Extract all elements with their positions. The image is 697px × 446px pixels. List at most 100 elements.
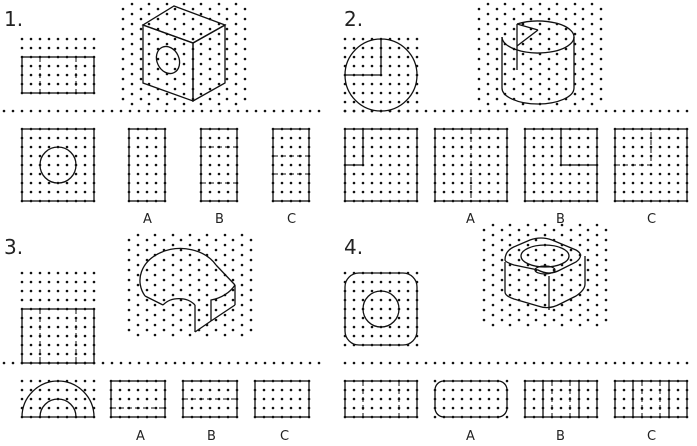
grid-dot	[38, 37, 42, 41]
grid-dot	[415, 271, 419, 275]
grid-dot	[240, 293, 244, 297]
grid-dot	[29, 163, 33, 167]
grid-dot	[280, 145, 284, 149]
grid-dot	[495, 97, 499, 101]
grid-dot	[503, 72, 507, 76]
grid-dot	[74, 406, 78, 410]
p4-option-c[interactable]	[614, 380, 688, 418]
grid-dot	[631, 136, 635, 140]
grid-dot	[388, 145, 392, 149]
grid-dot	[442, 172, 446, 176]
grid-dot	[65, 316, 69, 320]
grid-dot	[263, 109, 267, 113]
grid-dot	[101, 361, 105, 365]
grid-dot	[20, 379, 24, 383]
p3-option-c[interactable]	[254, 380, 310, 418]
grid-dot	[188, 243, 192, 247]
grid-dot	[38, 280, 42, 284]
grid-dot	[38, 181, 42, 185]
grid-dot	[491, 243, 495, 247]
grid-dot	[370, 100, 374, 104]
grid-dot	[190, 406, 194, 410]
grid-dot	[406, 406, 410, 410]
grid-dot	[460, 388, 464, 392]
grid-dot	[586, 109, 590, 113]
p3-option-b[interactable]	[182, 380, 238, 418]
grid-dot	[590, 82, 594, 86]
grid-dot	[496, 136, 500, 140]
grid-dot	[508, 323, 512, 327]
grid-dot	[495, 47, 499, 51]
grid-dot	[538, 32, 542, 36]
grid-dot	[599, 77, 603, 81]
grid-dot	[289, 190, 293, 194]
grid-dot	[495, 87, 499, 91]
grid-dot	[534, 258, 538, 262]
grid-dot	[164, 361, 168, 365]
grid-dot	[640, 154, 644, 158]
p3-option-a[interactable]	[110, 380, 166, 418]
p4-option-a[interactable]	[434, 380, 508, 418]
grid-dot	[136, 172, 140, 176]
grid-dot	[173, 67, 177, 71]
grid-dot	[534, 278, 538, 282]
p4-option-b[interactable]	[524, 380, 598, 418]
grid-dot	[469, 397, 473, 401]
grid-dot	[552, 298, 556, 302]
grid-dot	[379, 397, 383, 401]
grid-dot	[460, 109, 464, 113]
grid-dot	[451, 406, 455, 410]
grid-dot	[217, 32, 221, 36]
grid-dot	[469, 109, 473, 113]
p1-option-c[interactable]	[272, 128, 310, 202]
grid-dot	[560, 293, 564, 297]
grid-dot	[243, 97, 247, 101]
grid-dot	[581, 57, 585, 61]
grid-dot	[343, 55, 347, 59]
grid-dot	[388, 100, 392, 104]
p2-option-a[interactable]	[434, 128, 508, 202]
grid-dot	[171, 233, 175, 237]
grid-dot	[568, 361, 572, 365]
grid-dot	[496, 172, 500, 176]
p2-option-b[interactable]	[524, 128, 598, 202]
p1-option-a[interactable]	[128, 128, 166, 202]
grid-dot	[397, 181, 401, 185]
grid-dot	[590, 102, 594, 106]
grid-dot	[526, 223, 530, 227]
grid-dot	[521, 92, 525, 96]
grid-dot	[136, 273, 140, 277]
grid-dot	[38, 379, 42, 383]
grid-dot	[280, 406, 284, 410]
grid-dot	[361, 91, 365, 95]
grid-dot	[56, 271, 60, 275]
p1-option-b[interactable]	[200, 128, 238, 202]
grid-dot	[508, 243, 512, 247]
grid-dot	[156, 67, 160, 71]
grid-dot	[92, 37, 96, 41]
grid-dot	[231, 298, 235, 302]
grid-dot	[47, 64, 51, 68]
grid-dot	[486, 92, 490, 96]
grid-dot	[451, 172, 455, 176]
grid-dot	[153, 333, 157, 337]
grid-dot	[550, 361, 554, 365]
p1-option-c-label: C	[287, 212, 296, 227]
p4-option-c-label: C	[647, 429, 656, 444]
grid-dot	[517, 258, 521, 262]
p2-option-c[interactable]	[614, 128, 688, 202]
grid-dot	[526, 233, 530, 237]
grid-dot	[226, 406, 230, 410]
grid-dot	[379, 316, 383, 320]
grid-dot	[550, 145, 554, 149]
grid-dot	[262, 406, 266, 410]
grid-dot	[225, 37, 229, 41]
grid-dot	[503, 32, 507, 36]
grid-dot	[505, 379, 509, 383]
grid-dot	[586, 361, 590, 365]
grid-dot	[164, 109, 168, 113]
grid-dot	[622, 109, 626, 113]
p2-option-a-label: A	[466, 212, 475, 227]
grid-dot	[667, 145, 671, 149]
grid-dot	[214, 288, 218, 292]
